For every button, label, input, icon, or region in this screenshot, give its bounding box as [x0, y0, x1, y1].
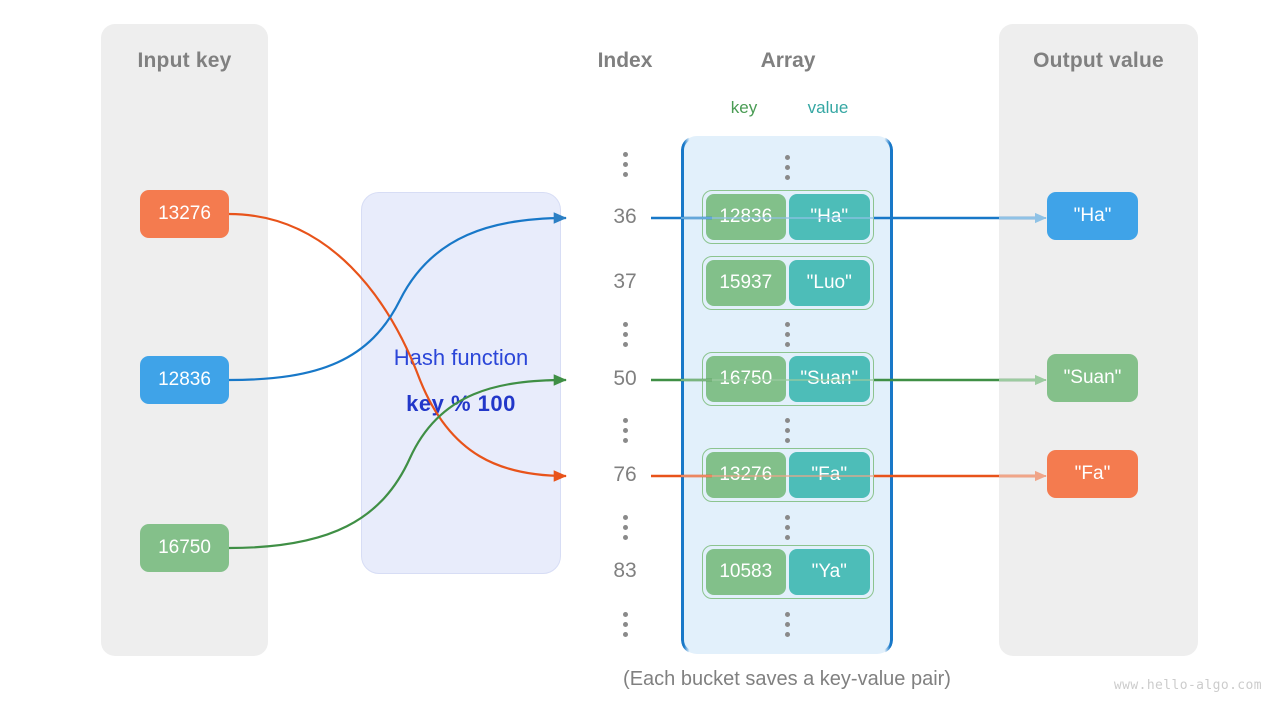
index-label-37: 37 — [613, 270, 637, 293]
bucket-value: "Suan" — [788, 356, 870, 402]
index-ellipsis — [615, 612, 635, 637]
output-value-fa[interactable]: "Fa" — [1047, 450, 1138, 498]
bucket-value: "Ha" — [788, 194, 870, 240]
index-ellipsis — [615, 418, 635, 443]
array-column-heading: Array — [760, 49, 816, 72]
bucket-key: 10583 — [706, 549, 786, 595]
input-key-12836[interactable]: 12836 — [140, 356, 229, 404]
index-label-50: 50 — [613, 367, 637, 390]
bucket-value: "Ya" — [788, 549, 870, 595]
array-bracket-left — [681, 136, 695, 654]
array-ellipsis — [777, 155, 797, 180]
hash-function-formula: key % 100 — [406, 391, 516, 416]
input-key-16750[interactable]: 16750 — [140, 524, 229, 572]
key-subheading: key — [730, 98, 758, 117]
array-ellipsis — [777, 322, 797, 347]
output-value-panel: Output value — [999, 24, 1198, 656]
bucket-key: 15937 — [706, 260, 786, 306]
index-label-83: 83 — [613, 559, 637, 582]
index-ellipsis — [615, 322, 635, 347]
array-ellipsis — [777, 515, 797, 540]
index-ellipsis — [615, 152, 635, 177]
output-panel-title: Output value — [1033, 49, 1164, 72]
bucket-index-37[interactable]: 15937 "Luo" — [702, 256, 874, 310]
hash-function-title: Hash function — [393, 345, 529, 370]
input-panel-title: Input key — [137, 49, 232, 72]
bucket-key: 13276 — [706, 452, 786, 498]
bucket-index-76[interactable]: 13276 "Fa" — [702, 448, 874, 502]
array-ellipsis — [777, 612, 797, 637]
index-label-36: 36 — [613, 205, 637, 228]
output-value-suan[interactable]: "Suan" — [1047, 354, 1138, 402]
bucket-value: "Luo" — [788, 260, 870, 306]
array-ellipsis — [777, 418, 797, 443]
bucket-key: 12836 — [706, 194, 786, 240]
bucket-index-36[interactable]: 12836 "Ha" — [702, 190, 874, 244]
input-key-13276[interactable]: 13276 — [140, 190, 229, 238]
hash-function-box: Hash function key % 100 — [361, 192, 561, 574]
bucket-index-83[interactable]: 10583 "Ya" — [702, 545, 874, 599]
bucket-key: 16750 — [706, 356, 786, 402]
index-column-heading: Index — [597, 49, 653, 72]
array-bracket-right — [879, 136, 893, 654]
watermark: www.hello-algo.com — [1113, 678, 1262, 693]
bucket-value: "Fa" — [788, 452, 870, 498]
index-ellipsis — [615, 515, 635, 540]
bucket-index-50[interactable]: 16750 "Suan" — [702, 352, 874, 406]
index-label-76: 76 — [613, 463, 637, 486]
output-value-ha[interactable]: "Ha" — [1047, 192, 1138, 240]
diagram-caption: (Each bucket saves a key-value pair) — [623, 668, 951, 690]
value-subheading: value — [807, 98, 849, 117]
